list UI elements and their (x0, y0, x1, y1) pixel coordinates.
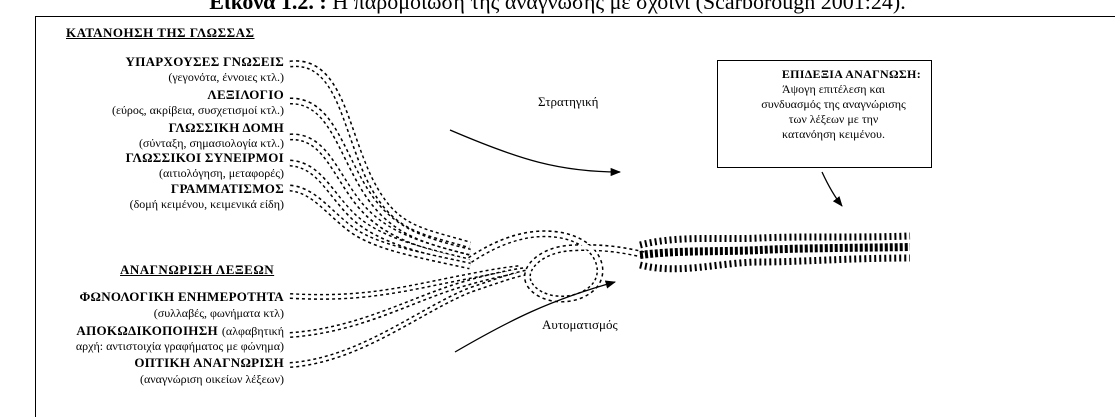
verbal-reasoning-title: ΓΛΩΣΣΙΚΟΙ ΣΥΝΕΙΡΜΟΙ (126, 150, 284, 166)
prior-knowledge-title: ΥΠΑΡΧΟΥΣΕΣ ΓΝΩΣΕΙΣ (126, 54, 285, 70)
braided-rope (640, 236, 910, 269)
sight-recognition-desc: (αναγνώριση οικείων λέξεων) (140, 372, 284, 387)
prior-knowledge-desc: (γεγονότα, έννοιες κτλ.) (168, 70, 284, 85)
automaticity-label: Αυτοματισμός (542, 317, 618, 333)
vocabulary-title: ΛΕΞΙΛΟΓΙΟ (207, 87, 284, 103)
lower-strands (290, 268, 530, 365)
word-recognition-heading: ΑΝΑΓΝΩΡΙΣΗ ΛΕΞΕΩΝ (120, 262, 274, 278)
verbal-reasoning-desc: (αιτιολόγηση, μεταφορές) (159, 166, 284, 181)
skilled-reading-arrow (822, 172, 842, 206)
language-structure-desc: (σύνταξη, σημασιολογία κτλ.) (139, 136, 284, 151)
phonological-awareness-desc: (συλλαβές, φωνήματα κτλ) (154, 306, 284, 321)
skilled-reading-line-1: Άψογη επιτέλεση και (726, 82, 921, 97)
strategic-arrow (450, 130, 620, 172)
language-structure-title: ΓΛΩΣΣΙΚΗ ΔΟΜΗ (169, 120, 284, 136)
lower-strand-2 (290, 270, 525, 335)
decoding-line: ΑΠΟΚΩΔΙΚΟΠΟΙΗΣΗ (αλφαβητική (76, 322, 284, 340)
sight-recognition-title: ΟΠΤΙΚΗ ΑΝΑΓΝΩΡΙΣΗ (134, 355, 284, 371)
skilled-reading-line-3: των λέξεων με την (726, 112, 921, 127)
upper-strands (290, 64, 470, 266)
decoding-title-suffix: (αλφαβητική (222, 324, 284, 338)
skilled-reading-title: ΕΠΙΔΕΞΙΑ ΑΝΑΓΝΩΣΗ: (726, 67, 921, 82)
skilled-reading-box: ΕΠΙΔΕΞΙΑ ΑΝΑΓΝΩΣΗ: Άψογη επιτέλεση και σ… (717, 60, 932, 168)
upper-strand-1 (290, 64, 470, 245)
literacy-knowledge-title: ΓΡΑΜΜΑΤΙΣΜΟΣ (171, 181, 284, 197)
vocabulary-desc: (εύρος, ακρίβεια, συσχετισμοί κτλ.) (112, 103, 284, 118)
language-comprehension-heading: ΚΑΤΑΝΟΗΣΗ ΤΗΣ ΓΛΩΣΣΑΣ (66, 25, 254, 41)
skilled-reading-line-2: συνδυασμός της αναγνώρισης (726, 97, 921, 112)
phonological-awareness-title: ΦΩΝΟΛΟΓΙΚΗ ΕΝΗΜΕΡΟΤΗΤΑ (79, 289, 284, 305)
decoding-desc: αρχή: αντιστοιχία γραφήματος με φώνημα) (76, 339, 284, 354)
literacy-knowledge-desc: (δομή κειμένου, κειμενικά είδη) (130, 197, 284, 212)
strategic-label: Στρατηγική (538, 94, 598, 110)
decoding-title: ΑΠΟΚΩΔΙΚΟΠΟΙΗΣΗ (76, 323, 218, 338)
skilled-reading-line-4: κατανόηση κειμένου. (726, 127, 921, 142)
